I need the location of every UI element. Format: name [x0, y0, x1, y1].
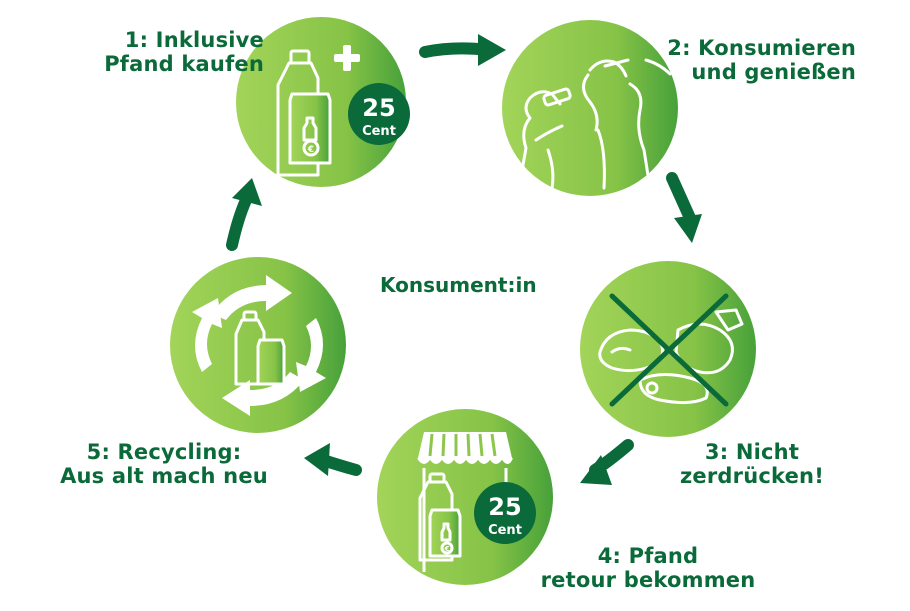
step-2-circle	[502, 20, 678, 196]
plus-icon	[334, 45, 360, 71]
step-3-label: 3: Nicht zerdrücken!	[672, 440, 832, 488]
badge-value: 25	[362, 94, 395, 122]
step-2-subtitle: und genießen	[691, 60, 856, 84]
step-4-title: 4: Pfand	[597, 544, 699, 568]
people-drinking-icon	[518, 58, 672, 190]
badge-value: 25	[488, 493, 521, 521]
step-4-subtitle: retour bekommen	[540, 568, 756, 592]
cent-badge: 25 Cent	[474, 482, 536, 544]
step-5-subtitle: Aus alt mach neu	[60, 464, 268, 488]
arrow-1-to-2	[419, 34, 506, 66]
arrow-4-to-5	[304, 443, 362, 476]
step-4-label: 4: Pfand retour bekommen	[528, 544, 768, 592]
badge-unit: Cent	[362, 124, 396, 139]
bottle-can-icon	[234, 310, 286, 386]
step-5-label: 5: Recycling: Aus alt mach neu	[52, 440, 276, 488]
step-2-label: 2: Konsumieren und genießen	[660, 36, 856, 84]
arrow-5-to-1	[226, 178, 262, 251]
step-3-circle	[580, 261, 756, 437]
arrow-2-to-3	[666, 172, 702, 243]
step-2-title: 2: Konsumieren	[667, 36, 856, 60]
cent-badge: 25 Cent	[348, 83, 410, 145]
svg-text:€: €	[444, 545, 450, 553]
step-1-subtitle: Pfand kaufen	[104, 52, 264, 76]
badge-unit: Cent	[488, 523, 522, 538]
step-1-title: 1: Inklusive	[124, 28, 264, 52]
step-5-title: 5: Recycling:	[86, 440, 242, 464]
arrow-3-to-4	[580, 439, 634, 485]
shop-icon	[417, 432, 513, 572]
step-3-subtitle: zerdrücken!	[680, 464, 824, 488]
step-3-title: 3: Nicht	[704, 440, 800, 464]
cross-icon	[609, 293, 729, 407]
step-5-circle	[170, 257, 346, 433]
step-4-circle: € 25 Cent	[377, 409, 553, 585]
step-1-circle: € 25 Cent	[236, 17, 410, 187]
step-1-label: 1: Inklusive Pfand kaufen	[60, 28, 264, 76]
bottle-icon	[276, 49, 332, 177]
center-label: Konsument:in	[380, 273, 537, 297]
svg-text:€: €	[307, 145, 314, 155]
